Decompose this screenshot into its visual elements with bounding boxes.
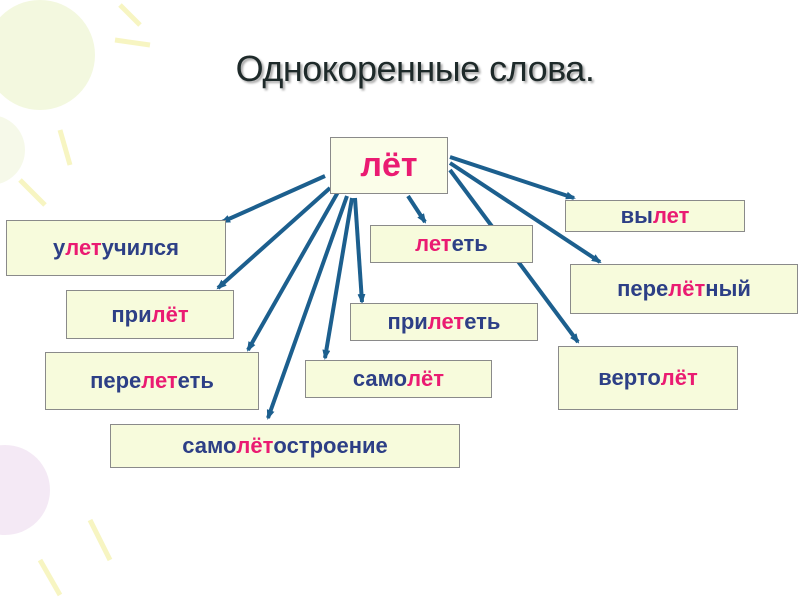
word-root-part: лет xyxy=(141,368,178,393)
page-title: Однокоренные слова. xyxy=(235,48,595,89)
arrow-to-vylet xyxy=(449,155,576,200)
arrow-to-samolet xyxy=(322,197,354,360)
root-box: лёт xyxy=(330,137,448,194)
word-affix-part: учился xyxy=(101,235,179,260)
arrow-to-pereletet xyxy=(246,191,340,352)
decor-circle-bottom-left xyxy=(0,445,50,535)
word-root-part: лет xyxy=(652,203,690,228)
word-affix-part: еть xyxy=(177,368,214,393)
word-affix-part: еть xyxy=(464,309,501,334)
word-affix-part: у xyxy=(53,235,66,260)
arrow-to-letet xyxy=(406,194,427,224)
word-affix-part: само xyxy=(352,366,408,391)
decor-circle-left xyxy=(0,116,25,184)
word-affix-part: вы xyxy=(620,203,653,228)
word-root-part: лёт xyxy=(668,276,706,301)
decor-circle-top-left xyxy=(0,0,95,110)
word-affix-part: верто xyxy=(598,365,661,390)
root-text: лёт xyxy=(360,146,418,184)
word-affix-part: при xyxy=(111,301,152,327)
arrow-to-uletuchilsya xyxy=(220,174,326,224)
arrow-to-pereletnyy xyxy=(448,161,602,264)
arrow-to-samoletostroenie xyxy=(266,195,349,420)
word-affix-part: остроение xyxy=(273,433,388,458)
word-root-part: лёт xyxy=(660,365,698,390)
word-affix-part: пере xyxy=(617,276,669,301)
word-affix-part: пере xyxy=(90,368,142,393)
word-affix-part: само xyxy=(182,433,237,458)
word-root-part: лет xyxy=(415,231,452,256)
word-affix-part: при xyxy=(387,309,428,334)
decor-sun-rays xyxy=(18,3,151,597)
word-root-part: лет xyxy=(427,309,465,334)
word-root-part: лёт xyxy=(236,433,274,458)
word-affix-part: еть xyxy=(451,231,488,256)
arrow-to-prilet xyxy=(216,186,332,290)
word-root-part: лёт xyxy=(407,366,445,391)
word-root-part: лет xyxy=(65,235,102,260)
word-root-part: лёт xyxy=(151,301,189,327)
arrow-to-priletet xyxy=(353,197,366,304)
word-affix-part: ный xyxy=(705,276,751,301)
